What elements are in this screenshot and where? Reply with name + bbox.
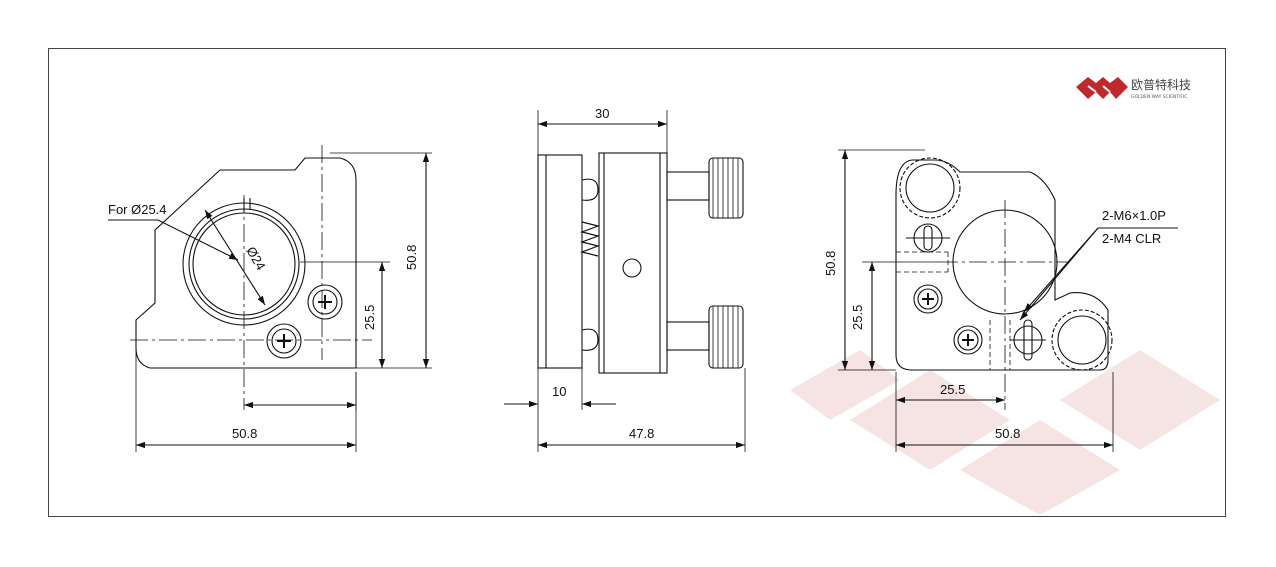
front-center-height-label: 25.5 [362,305,377,330]
front-plate [598,152,668,374]
rear-width-label: 50.8 [995,426,1020,441]
adjuster-knob-icon [708,157,744,219]
slot-screw-icon [906,223,950,253]
rear-view [838,149,1178,452]
front-body-outline [135,157,357,369]
drawing-frame [48,48,1226,517]
adjuster-knob-icon [899,157,961,219]
front-height-label: 50.8 [404,245,419,270]
logo-company-name-en: GOLDEN WAY SCIENTIFIC [1131,94,1187,100]
front-view [108,145,432,452]
screw-head-icon [266,323,302,359]
company-logo: 欧普特科技 GOLDEN WAY SCIENTIFIC [1076,77,1191,100]
screw-head-icon [307,284,343,320]
plate-thickness-label: 10 [552,384,566,399]
side-depth-label: 30 [595,106,609,121]
clearance-callout-label: 2-M4 CLR [1102,231,1161,246]
adjuster-knob-icon [1051,309,1113,371]
screw-head-icon [913,284,943,314]
total-depth-label: 47.8 [629,426,654,441]
logo-company-name: 欧普特科技 [1131,77,1191,92]
rear-height-label: 50.8 [823,251,838,276]
adjuster-knob-icon [708,305,744,369]
slot-screw-icon [1010,319,1046,361]
spring-icon [579,221,601,257]
thread-callout-label: 2-M6×1.0P [1102,208,1166,223]
side-view-labels: 30 10 47.8 [552,106,654,441]
watermark [790,350,1220,515]
screw-head-icon [953,325,983,355]
rear-view-labels: 2-M6×1.0P 2-M4 CLR 50.8 25.5 25.5 50.8 [823,208,1166,441]
logo-mark-icon [1076,77,1128,99]
inner-diameter-label: Ø24 [243,244,268,273]
front-width-label: 50.8 [232,426,257,441]
rear-body-outline [895,159,1109,371]
rear-center-width-label: 25.5 [940,382,965,397]
lens-callout-label: For Ø25.4 [108,202,167,217]
back-plate [537,154,583,369]
side-view [504,110,746,452]
rear-center-height-label: 25.5 [850,305,865,330]
